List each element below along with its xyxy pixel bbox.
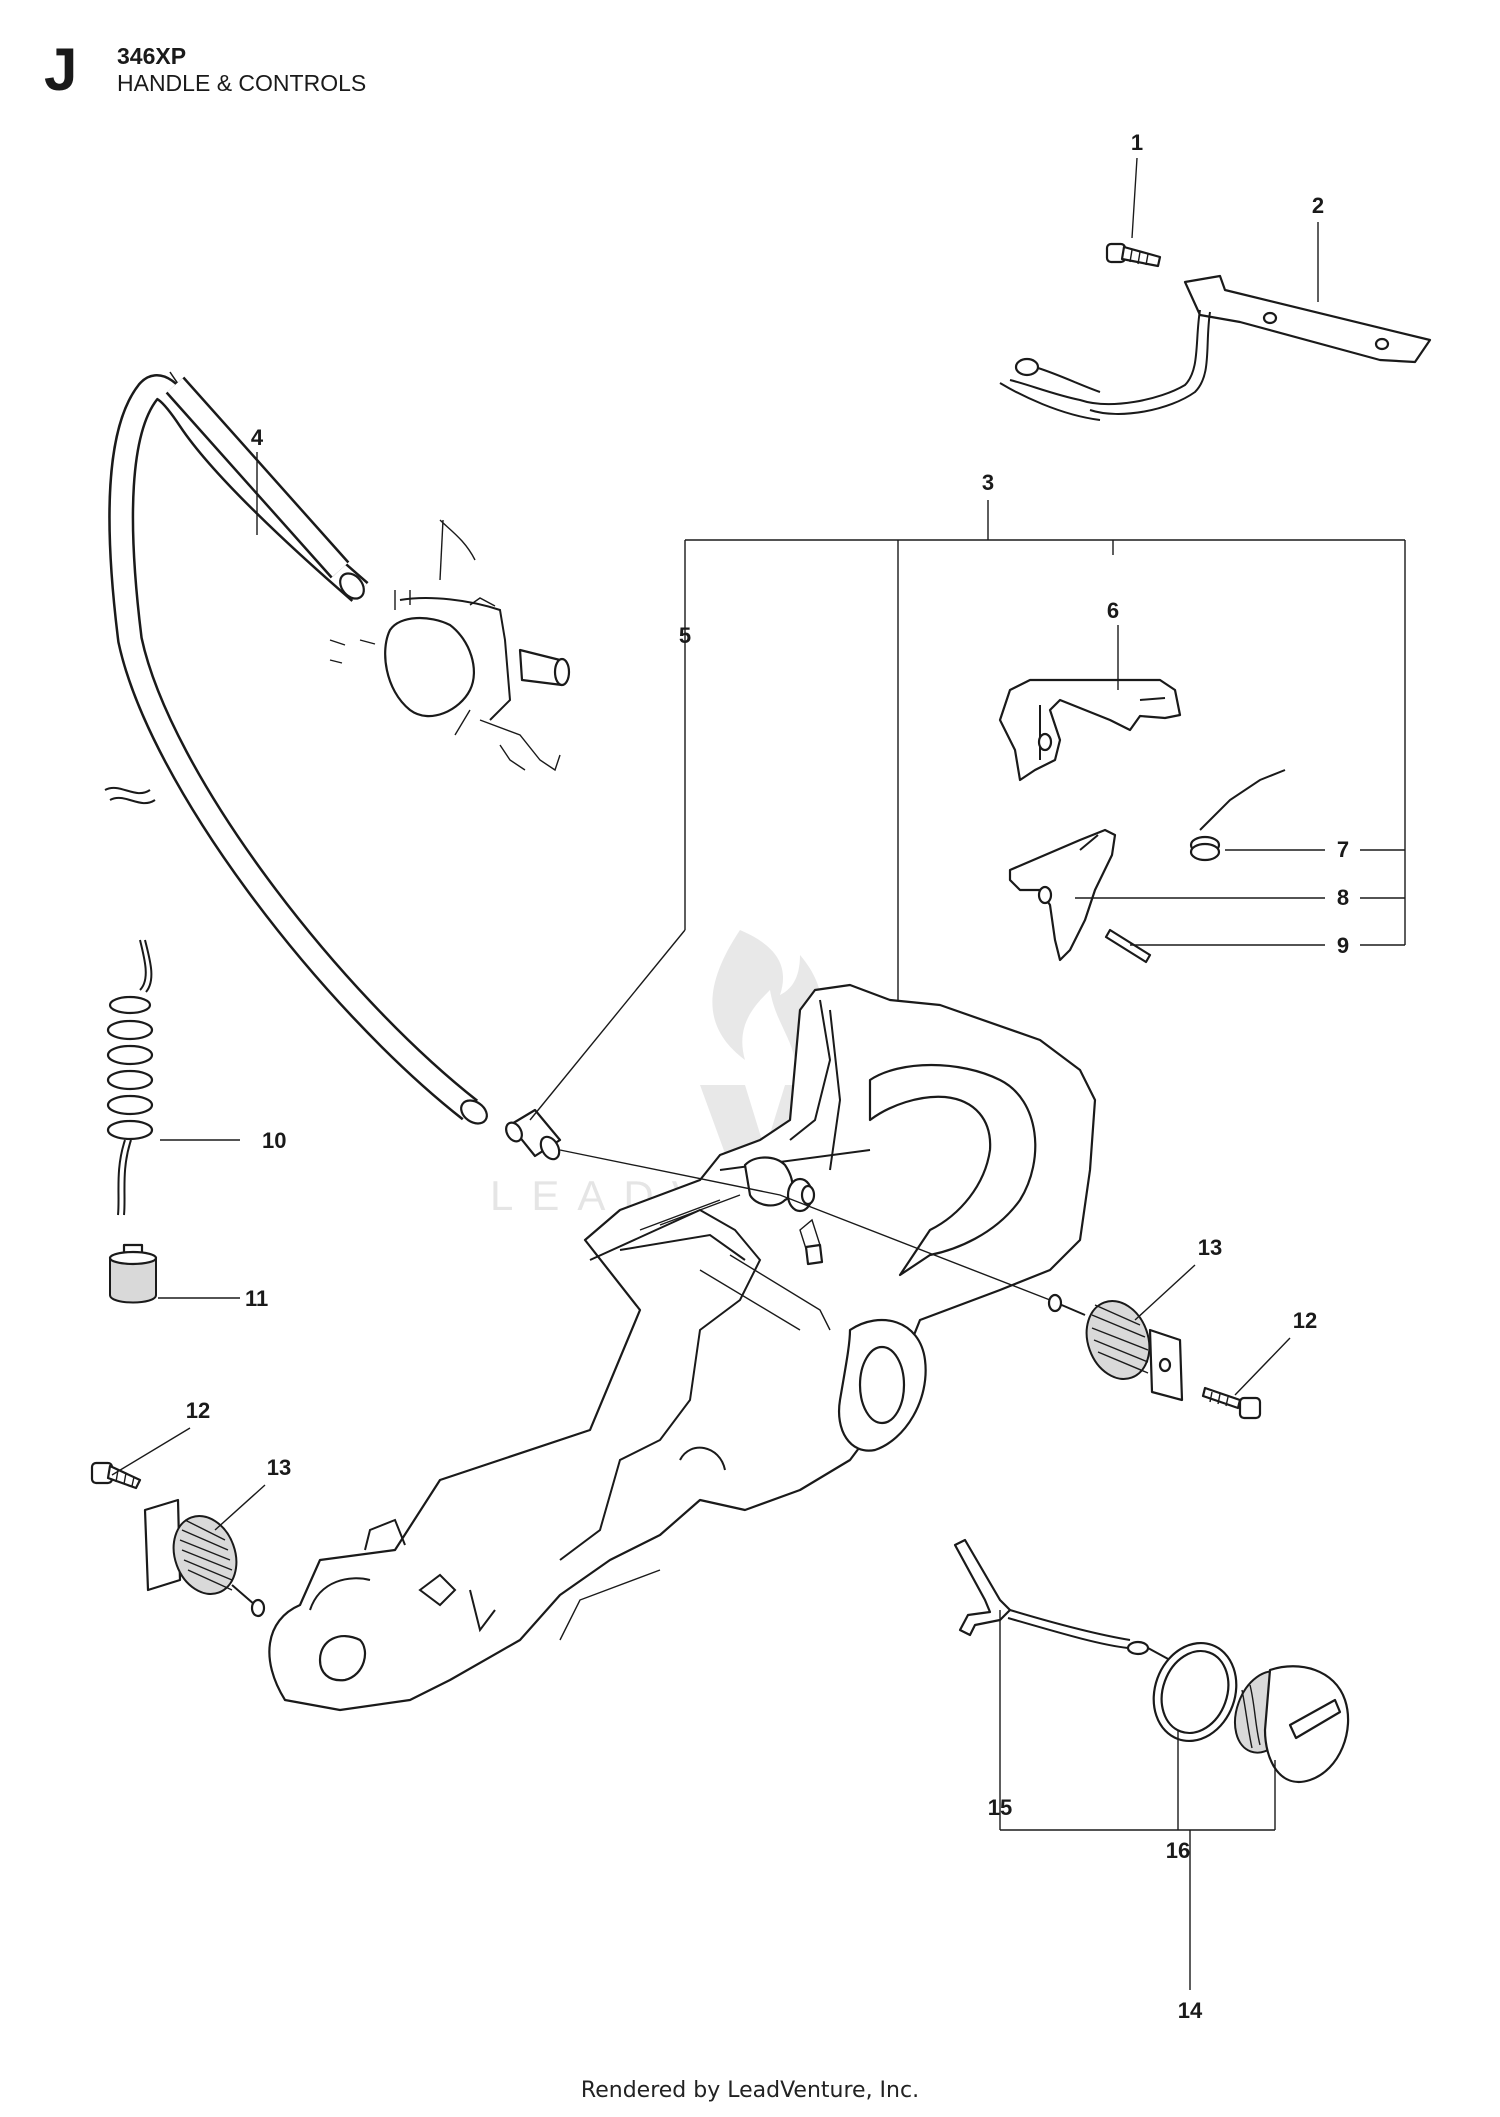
callout-14: 14	[1178, 1998, 1203, 2023]
part-2-bracket	[999, 274, 1432, 421]
part-13-av-spring-left	[143, 1498, 266, 1618]
part-13-av-spring-right	[1047, 1293, 1184, 1402]
callout-3: 3	[982, 470, 994, 495]
part-4-fuel-hose	[104, 371, 488, 1125]
part-7-spring	[1189, 769, 1286, 862]
rear-handle-housing	[268, 983, 1097, 1712]
part-11-fuel-filter	[108, 1243, 158, 1304]
section-letter: J	[44, 36, 78, 103]
part-1-screw	[1105, 242, 1162, 268]
callout-6: 6	[1107, 598, 1119, 623]
render-credit: Rendered by LeadVenture, Inc.	[580, 2078, 920, 2103]
part-8-throttle-trigger	[1008, 828, 1117, 962]
callout-12-left: 12	[186, 1398, 210, 1423]
callout-7: 7	[1337, 837, 1349, 862]
part-12-bolt-right	[1201, 1386, 1262, 1420]
callout-13-right: 13	[1198, 1235, 1222, 1260]
part-15-cap-strap	[953, 1538, 1171, 1661]
callout-12-right: 12	[1293, 1308, 1317, 1333]
callout-11: 11	[245, 1286, 268, 1311]
callout-1: 1	[1131, 130, 1143, 155]
callout-2: 2	[1312, 193, 1324, 218]
part-9-pin	[1104, 928, 1152, 964]
callout-9: 9	[1337, 933, 1349, 958]
part-12-bolt-left	[90, 1461, 142, 1490]
callout-13-left: 13	[267, 1455, 291, 1480]
callout-5: 5	[679, 623, 691, 648]
callout-8: 8	[1337, 885, 1349, 910]
throttle-rod-line	[559, 1149, 1051, 1301]
part-5-grommet	[505, 1108, 562, 1161]
leader-lines	[111, 157, 1406, 1990]
callout-4: 4	[251, 425, 264, 450]
callout-15: 15	[988, 1795, 1012, 1820]
callout-10: 10	[262, 1128, 286, 1153]
part-10-coiled-hose	[106, 939, 154, 1216]
part-6-throttle-lockout	[998, 678, 1182, 782]
callout-labels: 1 2 3 4 5 6 7 8 9 10 11 12 12 13 13 14 1…	[186, 130, 1349, 2023]
callout-16: 16	[1166, 1838, 1190, 1863]
diagram-title: HANDLE & CONTROLS	[117, 70, 367, 96]
part-14-fuel-cap	[1234, 1665, 1350, 1783]
model-number: 346XP	[117, 43, 187, 69]
part-16-o-ring	[1152, 1641, 1238, 1743]
carburetor-reference	[329, 519, 571, 772]
